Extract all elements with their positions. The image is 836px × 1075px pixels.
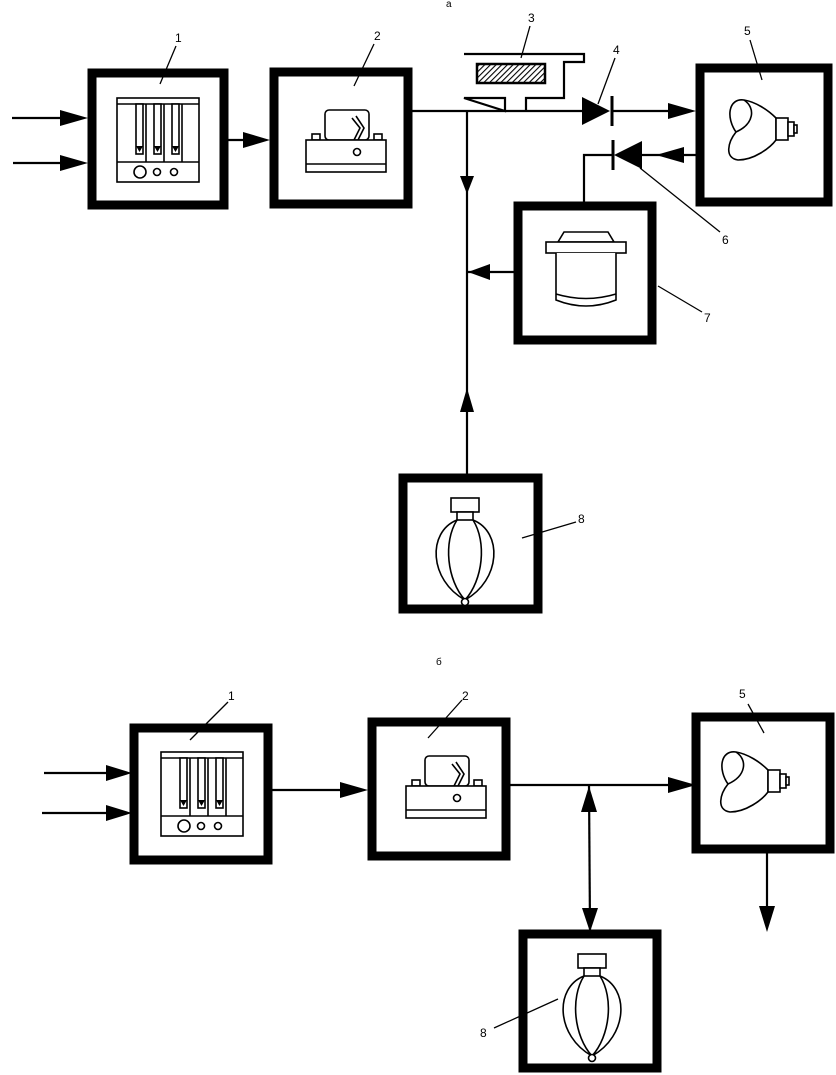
leader-line	[639, 167, 721, 233]
component-1-flowmeter	[129, 723, 273, 865]
canister-icon	[545, 231, 627, 307]
arrow-head-icon	[460, 388, 474, 412]
component-number-7: 7	[704, 311, 711, 325]
component-1-flowmeter	[87, 68, 229, 210]
arrow-head-icon	[243, 132, 270, 148]
leader-line	[597, 57, 616, 105]
flowmeter-icon	[116, 97, 200, 183]
arrow-head-icon	[106, 765, 132, 781]
leader-line	[353, 43, 375, 87]
leader-line	[747, 703, 765, 734]
arrow-head-icon	[582, 908, 598, 932]
leader-line	[427, 699, 463, 739]
component-5-face-mask	[695, 63, 833, 207]
arrow-head-icon	[656, 147, 684, 163]
arrow-head-icon	[60, 110, 88, 126]
arrow-head-icon	[468, 264, 490, 280]
component-number-1: 1	[228, 689, 235, 703]
arrow-head-icon	[668, 777, 696, 793]
component-2-vaporizer	[367, 717, 511, 861]
component-number-8: 8	[578, 512, 585, 526]
leader-line	[657, 285, 703, 313]
arrow-head-icon	[106, 805, 132, 821]
valve-element	[475, 62, 547, 85]
leader-line	[521, 521, 577, 539]
component-7-co2-absorber	[513, 201, 657, 345]
component-box	[129, 723, 273, 865]
leader-line	[520, 25, 531, 59]
check-valve-icon	[614, 141, 642, 169]
component-number-5: 5	[739, 687, 746, 701]
section-label-b: б	[436, 656, 442, 668]
leader-line	[159, 45, 177, 85]
arrow-head-icon	[759, 906, 775, 932]
component-number-6: 6	[722, 233, 729, 247]
arrow-head-icon	[668, 103, 696, 119]
component-4-inspiratory-valve	[582, 96, 696, 126]
component-8-reservoir-bag	[398, 473, 543, 614]
component-2-vaporizer	[269, 67, 413, 209]
arrow-head-icon	[340, 782, 368, 798]
leader-line	[493, 998, 559, 1029]
check-valve-icon	[582, 97, 610, 125]
arrow-head-icon	[581, 786, 597, 812]
leader-line	[749, 39, 763, 81]
flowmeter-icon	[160, 751, 244, 837]
component-3-relief-valve	[463, 52, 586, 113]
component-number-2: 2	[462, 689, 469, 703]
arrow-head-icon	[60, 155, 88, 171]
section-label-a: a	[446, 0, 452, 10]
component-box	[695, 63, 833, 207]
arrow-head-icon	[460, 176, 474, 194]
component-number-8: 8	[480, 1026, 487, 1040]
component-number-4: 4	[613, 43, 620, 57]
leader-line	[189, 701, 229, 741]
component-number-2: 2	[374, 29, 381, 43]
component-number-3: 3	[528, 11, 535, 25]
component-number-1: 1	[175, 31, 182, 45]
component-5-face-mask	[691, 712, 835, 854]
component-number-5: 5	[744, 24, 751, 38]
component-6-expiratory-valve	[582, 140, 642, 205]
component-8-reservoir-bag	[518, 929, 662, 1073]
